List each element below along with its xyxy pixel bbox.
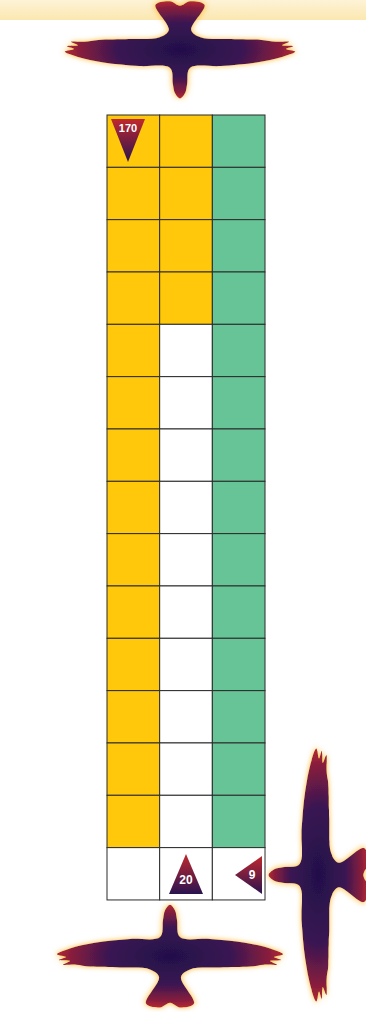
grid-cell — [212, 377, 265, 429]
grid-cell — [160, 848, 213, 900]
grid-cell — [107, 272, 160, 324]
grid-cell — [107, 795, 160, 847]
eagle-figure — [57, 905, 283, 1008]
grid-cell — [160, 586, 213, 638]
grid-cell — [160, 115, 213, 167]
eagle-figures — [57, 1, 366, 1007]
grid-cell — [212, 743, 265, 795]
grid-cell — [107, 220, 160, 272]
grid-cell — [107, 638, 160, 690]
grid-cell — [160, 220, 213, 272]
grid-cell — [212, 848, 265, 900]
grid-cell — [160, 324, 213, 376]
grid-cell — [107, 691, 160, 743]
grid-cell — [160, 743, 213, 795]
grid-cell — [107, 429, 160, 481]
grid-cell — [107, 481, 160, 533]
grid-cell — [160, 481, 213, 533]
clue-triangles — [111, 119, 262, 894]
clue-triangle — [169, 854, 203, 894]
grid-cell — [107, 115, 160, 167]
grid-cell — [212, 691, 265, 743]
clue-number: 170 — [119, 123, 137, 134]
eagle-figure — [268, 748, 366, 1001]
grid-cell — [107, 377, 160, 429]
eagle-figure — [65, 1, 296, 98]
grid-cell — [107, 743, 160, 795]
grid-cell — [107, 534, 160, 586]
grid-cell — [107, 586, 160, 638]
grid-cell — [212, 534, 265, 586]
grid-cell — [212, 272, 265, 324]
grid-cell — [212, 429, 265, 481]
clue-number: 20 — [179, 874, 192, 886]
clue-number: 9 — [249, 869, 256, 881]
clue-triangle — [111, 119, 145, 162]
grid-cell — [212, 481, 265, 533]
grid-cell — [107, 167, 160, 219]
grid-cell — [212, 795, 265, 847]
grid-cell — [160, 167, 213, 219]
grid-cell — [212, 638, 265, 690]
grid-cell — [160, 691, 213, 743]
grid-cell — [212, 586, 265, 638]
grid-cell — [212, 115, 265, 167]
grid-cell — [160, 795, 213, 847]
grid-cell — [160, 377, 213, 429]
grid-cell — [212, 324, 265, 376]
grid-cell — [107, 848, 160, 900]
grid-cell — [107, 324, 160, 376]
puzzle-grid — [107, 115, 265, 900]
grid-cell — [160, 272, 213, 324]
grid-cell — [160, 429, 213, 481]
grid-cell — [160, 638, 213, 690]
grid-cell — [160, 534, 213, 586]
grid-cell — [212, 167, 265, 219]
clue-triangle — [235, 856, 262, 894]
grid-cell — [212, 220, 265, 272]
